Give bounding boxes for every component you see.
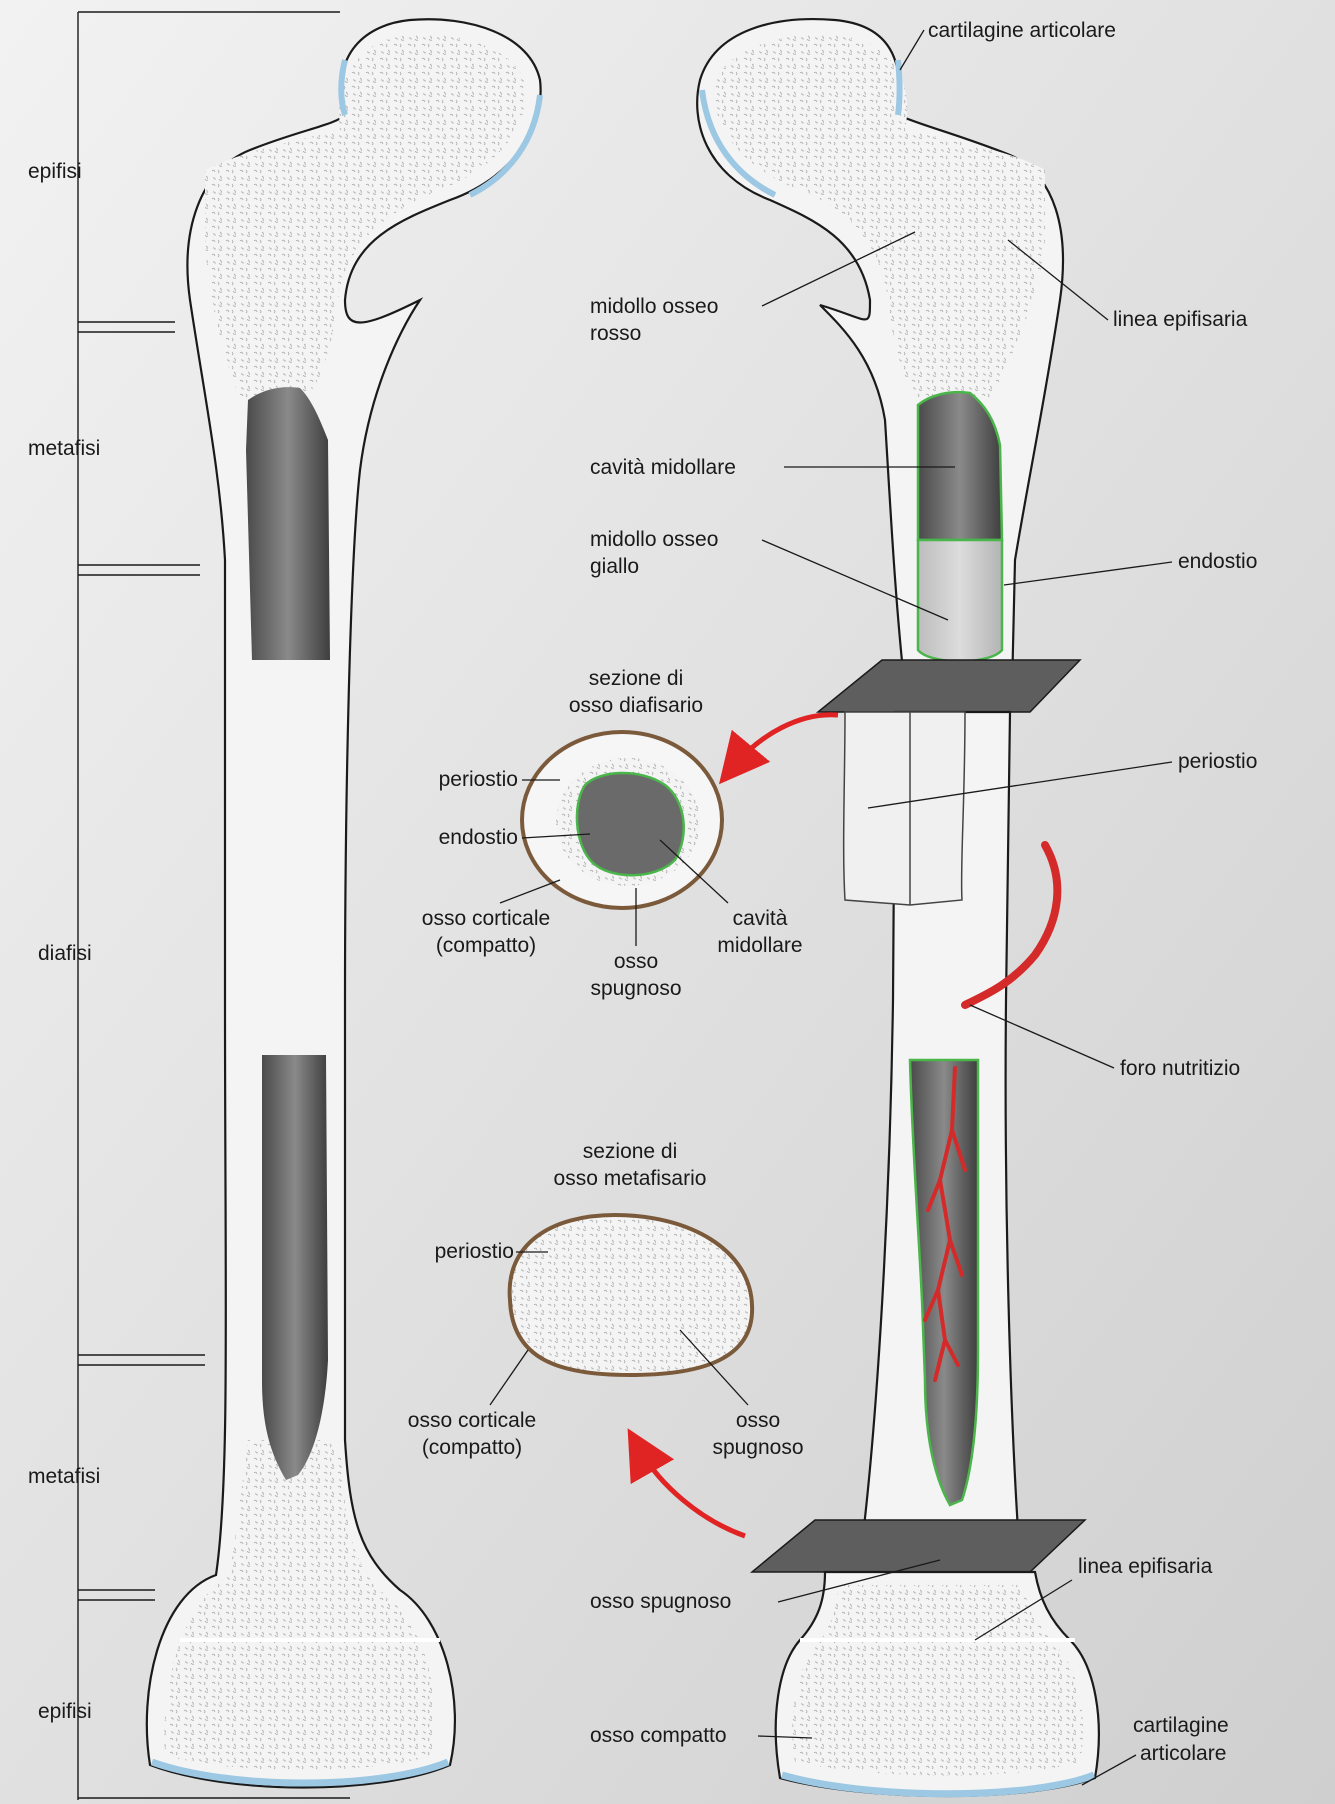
label-endostio: endostio [1178,550,1257,573]
metaphyseal-title-1: sezione di [583,1140,678,1163]
right-cavity-upper [918,392,1002,540]
label-linea-epifisaria-bottom: linea epifisaria [1078,1555,1213,1578]
diaphyseal-cortical-1: osso corticale [422,907,550,930]
diaphyseal-cavity [577,773,684,875]
label-linea-epifisaria-top: linea epifisaria [1113,308,1248,331]
label-cartilagine-top: cartilagine articolare [928,19,1116,42]
metaphyseal-cortical-2: (compatto) [422,1436,522,1459]
diaphyseal-cortical-2: (compatto) [436,934,536,957]
label-periostio: periostio [1178,750,1257,773]
label-epifisi-top: epifisi [28,160,82,183]
label-cartilagine-bottom-2: articolare [1140,1742,1226,1765]
right-cartilage-top [898,60,900,115]
label-diafisi: diafisi [38,942,92,965]
label-metafisi-top: metafisi [28,437,100,460]
label-midollo-rosso-2: rosso [590,322,641,345]
metaphyseal-spongy-2: spugnoso [712,1436,803,1459]
diaphyseal-cavity-2: midollare [717,934,802,957]
metaphyseal-spongy-1: osso [736,1409,780,1432]
label-foro-nutritizio: foro nutritizio [1120,1057,1240,1080]
right-yellow-marrow [918,540,1002,661]
diaphyseal-cavity-1: cavità [733,907,788,930]
label-osso-compatto: osso compatto [590,1724,727,1747]
label-cavita-midollare: cavità midollare [590,456,736,479]
diaphyseal-spongy-2: spugnoso [590,977,681,1000]
left-cavity-top [246,387,330,660]
label-midollo-rosso-1: midollo osseo [590,295,718,318]
label-midollo-giallo-2: giallo [590,555,639,578]
diaphyseal-periostio: periostio [439,768,518,791]
diaphyseal-title-1: sezione di [589,667,684,690]
metaphyseal-title-2: osso metafisario [554,1167,707,1190]
metaphyseal-periostio: periostio [435,1240,514,1263]
metaphyseal-cortical-1: osso corticale [408,1409,536,1432]
label-metafisi-bottom: metafisi [28,1465,100,1488]
label-epifisi-bottom: epifisi [38,1700,92,1723]
diaphyseal-spongy-1: osso [614,950,658,973]
label-osso-spugnoso: osso spugnoso [590,1590,731,1613]
label-cartilagine-bottom-1: cartilagine [1133,1714,1229,1737]
diaphyseal-title-2: osso diafisario [569,694,703,717]
label-midollo-giallo-1: midollo osseo [590,528,718,551]
diaphyseal-endostio: endostio [439,826,518,849]
periosteum-flap [844,712,965,905]
left-cavity-bottom [262,1055,328,1480]
